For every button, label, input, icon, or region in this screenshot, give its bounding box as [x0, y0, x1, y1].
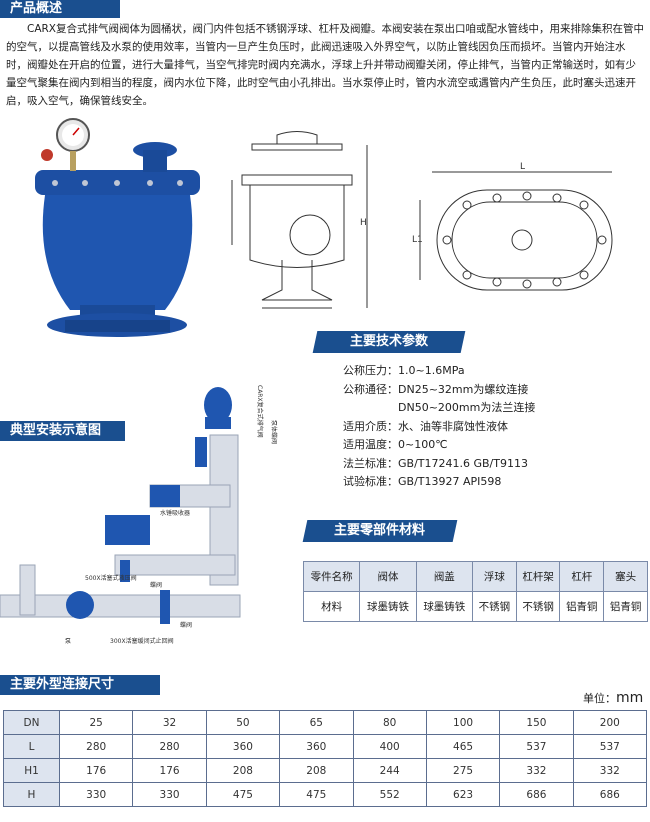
- svg-text:水锤吸收器: 水锤吸收器: [160, 509, 190, 517]
- svg-text:蝶阀: 蝶阀: [180, 621, 192, 629]
- materials-table: 零件名称阀体阀盖浮球杠杆架杠杆塞头 材料球墨铸铁球墨铸铁不锈钢不锈钢铝青铜铝青铜: [302, 561, 648, 622]
- section-title-install: 典型安装示意图: [0, 421, 125, 441]
- svg-text:蝶阀: 蝶阀: [150, 581, 162, 589]
- dim-label-l: L: [520, 162, 525, 172]
- dim-label-h: H: [360, 218, 367, 228]
- svg-text:500X活塞式液压阀: 500X活塞式液压阀: [85, 574, 137, 582]
- valve-photo: [35, 118, 200, 337]
- section-title-overview: 产品概述: [0, 0, 120, 18]
- unit-label: 单位：mm: [583, 690, 644, 706]
- plan-drawing: L L1: [412, 162, 613, 291]
- dim-label-l1: L1: [412, 235, 423, 245]
- tech-params: 公称压力：1.0~1.6MPa 公称通径：DN25~32mm为螺纹连接 DN50…: [343, 364, 536, 488]
- section-title-dims: 主要外型连接尺寸: [0, 675, 160, 695]
- install-diagram: CARX复合式排气阀 泵体蝶阀 水锤吸收器 500X活塞式液压阀 蝶阀 300X…: [0, 385, 278, 645]
- svg-text:泵体蝶阀: 泵体蝶阀: [270, 420, 278, 444]
- table-row: 材料球墨铸铁球墨铸铁不锈钢不锈钢铝青铜铝青铜: [302, 591, 648, 622]
- section-title-materials: 主要零部件材料: [302, 520, 458, 542]
- intro-text: CARX复合式排气阀阀体为圆桶状，阀门内件包括不锈钢浮球、杠杆及阀瓣。本阀安装在…: [6, 23, 645, 107]
- svg-text:300X活塞缓闭式止回阀: 300X活塞缓闭式止回阀: [110, 637, 174, 645]
- table-row: 零件名称阀体阀盖浮球杠杆架杠杆塞头: [302, 561, 648, 592]
- section-title-tech: 主要技术参数: [312, 331, 466, 353]
- svg-text:泵: 泵: [65, 638, 71, 645]
- section-drawing: H: [231, 131, 368, 309]
- svg-text:CARX复合式排气阀: CARX复合式排气阀: [256, 385, 264, 438]
